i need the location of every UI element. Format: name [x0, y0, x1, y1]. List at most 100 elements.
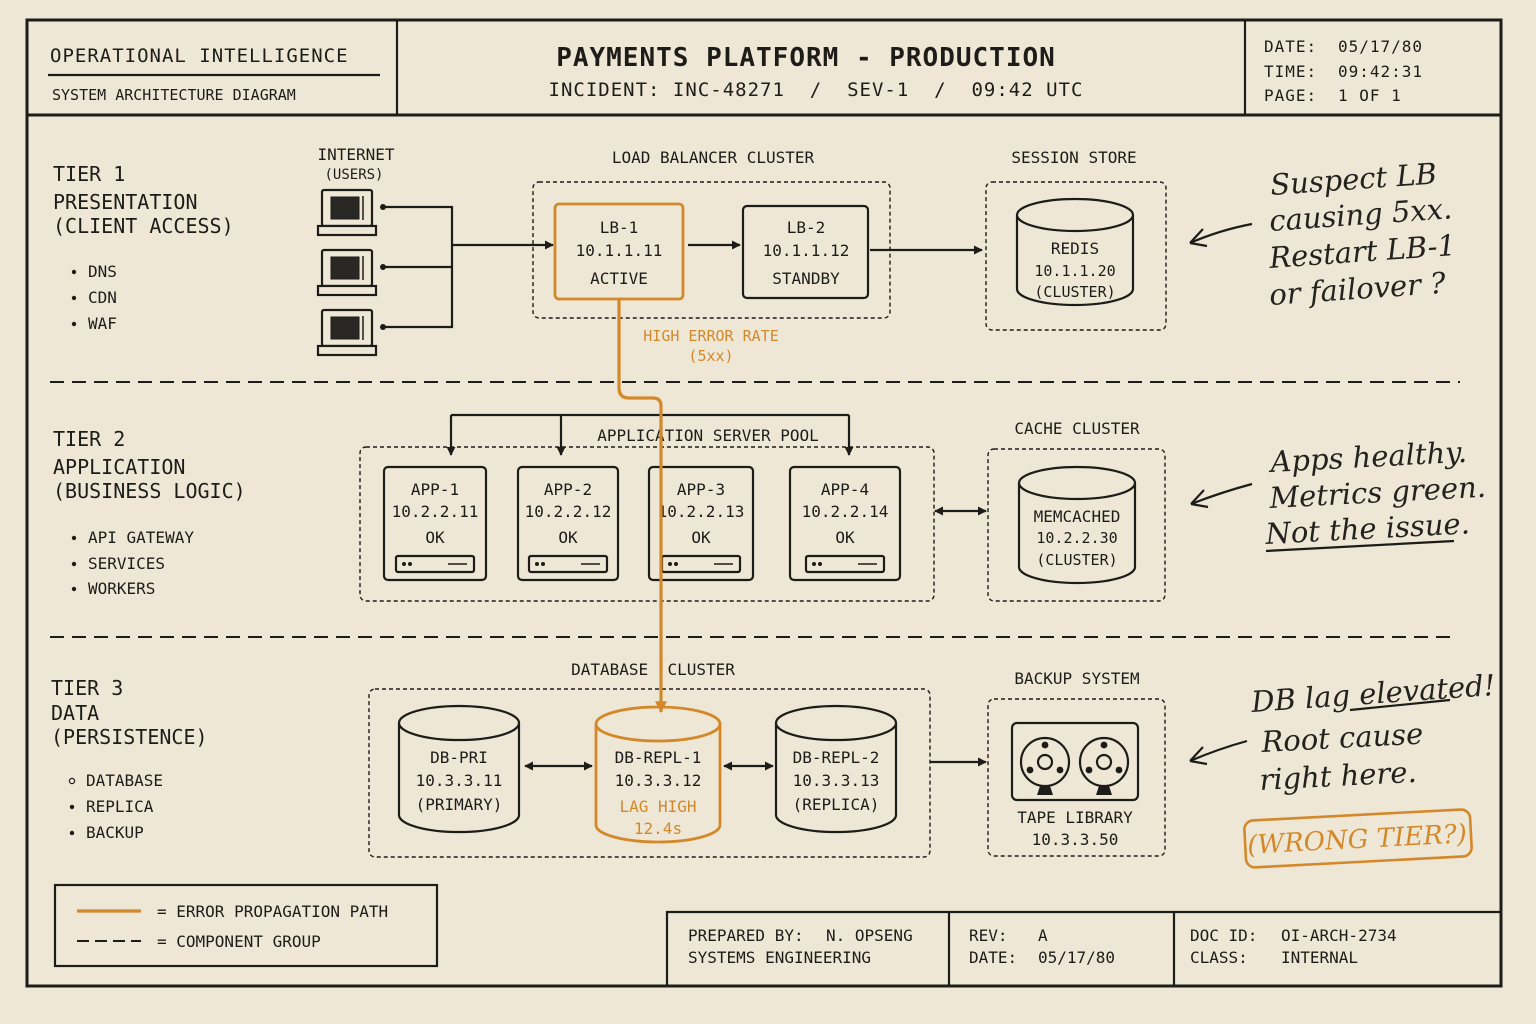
session-store: SESSION STORE REDIS 10.1.1.20 (CLUSTER) [985, 148, 1167, 331]
db-replica-1-icon[interactable]: DB-REPL-1 10.3.3.12 LAG HIGH 12.4s [594, 705, 722, 844]
db-primary-icon[interactable]: DB-PRI 10.3.3.11 (PRIMARY) [397, 704, 521, 834]
svg-text:INTERNAL: INTERNAL [1281, 948, 1358, 967]
svg-text:LAG HIGH: LAG HIGH [619, 797, 696, 816]
internet-users: INTERNET (USERS) [316, 145, 554, 357]
svg-text:(PERSISTENCE): (PERSISTENCE) [51, 725, 208, 749]
arrow-left-icon [1190, 482, 1253, 509]
svg-text:TAPE LIBRARY: TAPE LIBRARY [1017, 808, 1133, 827]
svg-text:CLASS:: CLASS: [1190, 948, 1248, 967]
load-balancer-cluster: LOAD BALANCER CLUSTER LB-1 10.1.1.11 ACT… [532, 148, 983, 319]
svg-text:PRESENTATION: PRESENTATION [53, 190, 198, 214]
svg-text:DATABASE: DATABASE [86, 771, 163, 790]
app-2-server[interactable]: APP-2 10.2.2.12 OK [516, 465, 620, 582]
svg-text:10.1.1.11: 10.1.1.11 [576, 241, 663, 260]
svg-text:LOAD BALANCER CLUSTER: LOAD BALANCER CLUSTER [612, 148, 815, 167]
doc-type: SYSTEM ARCHITECTURE DIAGRAM [52, 86, 296, 104]
svg-text:(USERS): (USERS) [324, 167, 383, 183]
org-name: OPERATIONAL INTELLIGENCE [50, 45, 349, 67]
db-replica-2-icon[interactable]: DB-REPL-2 10.3.3.13 (REPLICA) [774, 704, 898, 834]
app-1-server[interactable]: APP-1 10.2.2.11 OK [382, 465, 488, 582]
tier-1-label: TIER 1 PRESENTATION (CLIENT ACCESS) DNS … [53, 162, 234, 333]
svg-text:TIER 2: TIER 2 [53, 427, 125, 451]
svg-text:STANDBY: STANDBY [772, 269, 840, 288]
date-label: DATE: [1264, 37, 1317, 56]
page-title: PAYMENTS PLATFORM - PRODUCTION [556, 43, 1056, 73]
title-block: PREPARED BY: N. OPSENG SYSTEMS ENGINEERI… [665, 910, 1501, 986]
svg-text:10.3.3.50: 10.3.3.50 [1032, 830, 1119, 849]
svg-text:(WRONG TIER?): (WRONG TIER?) [1247, 819, 1468, 860]
note-suspect-lb: Suspect LB causing 5xx. Restart LB-1 or … [1189, 156, 1457, 312]
svg-text:BACKUP SYSTEM: BACKUP SYSTEM [1014, 669, 1139, 688]
error-propagation-path [617, 300, 667, 714]
error-rate-label: HIGH ERROR RATE [643, 327, 778, 345]
svg-text:APPLICATION SERVER POOL: APPLICATION SERVER POOL [597, 426, 819, 445]
svg-text:10.1.1.20: 10.1.1.20 [1034, 262, 1115, 280]
svg-text:LB-1: LB-1 [600, 218, 639, 237]
svg-text:(BUSINESS LOGIC): (BUSINESS LOGIC) [53, 479, 246, 503]
svg-text:LB-2: LB-2 [787, 218, 826, 237]
lb-2-node[interactable]: LB-2 10.1.1.12 STANDBY [741, 204, 870, 300]
svg-text:10.3.3.12: 10.3.3.12 [615, 771, 702, 790]
memcached-database-icon[interactable]: MEMCACHED 10.2.2.30 (CLUSTER) [1017, 465, 1137, 585]
svg-text:OK: OK [425, 528, 445, 547]
terminal-icon [316, 248, 378, 297]
svg-text:APP-3: APP-3 [677, 480, 725, 499]
app-server-pool: APPLICATION SERVER POOL APP-1 10.2.2.11 … [359, 413, 935, 602]
cache-cluster: CACHE CLUSTER MEMCACHED 10.2.2.30 (CLUST… [987, 419, 1166, 602]
svg-text:DB-PRI: DB-PRI [430, 748, 488, 767]
legend: = ERROR PROPAGATION PATH = COMPONENT GRO… [53, 883, 439, 968]
note-db-lag: DB lag elevated! Root cause right here. … [1189, 668, 1496, 869]
svg-text:MEMCACHED: MEMCACHED [1034, 507, 1121, 526]
svg-text:BACKUP: BACKUP [86, 823, 144, 842]
svg-text:DB-REPL-1: DB-REPL-1 [615, 748, 702, 767]
svg-text:(CLUSTER): (CLUSTER) [1034, 283, 1115, 301]
svg-text:PREPARED BY:: PREPARED BY: [688, 926, 804, 945]
svg-text:10.2.2.14: 10.2.2.14 [802, 502, 889, 521]
app-3-server[interactable]: APP-3 10.2.2.13 OK [647, 465, 755, 582]
svg-text:REPLICA: REPLICA [86, 797, 154, 816]
svg-text:= ERROR PROPAGATION PATH: = ERROR PROPAGATION PATH [157, 902, 388, 921]
svg-text:TIER 1: TIER 1 [53, 162, 125, 186]
svg-text:10.1.1.12: 10.1.1.12 [763, 241, 850, 260]
svg-text:A: A [1038, 926, 1048, 945]
page-label: PAGE: [1264, 86, 1317, 105]
svg-text:OK: OK [558, 528, 578, 547]
terminal-icon [316, 188, 378, 237]
svg-text:(CLUSTER): (CLUSTER) [1036, 551, 1117, 569]
svg-text:OK: OK [691, 528, 711, 547]
header: OPERATIONAL INTELLIGENCE SYSTEM ARCHITEC… [27, 20, 1501, 117]
date-value: 05/17/80 [1338, 37, 1423, 56]
svg-text:(CLIENT ACCESS): (CLIENT ACCESS) [53, 214, 234, 238]
app-4-server[interactable]: APP-4 10.2.2.14 OK [788, 465, 902, 582]
time-label: TIME: [1264, 62, 1317, 81]
svg-text:10.3.3.11: 10.3.3.11 [416, 771, 503, 790]
svg-text:= COMPONENT GROUP: = COMPONENT GROUP [157, 932, 321, 951]
arrow-left-icon [1189, 222, 1253, 248]
svg-text:TIER 3: TIER 3 [51, 676, 123, 700]
tape-library-icon[interactable] [1010, 721, 1140, 802]
svg-text:WAF: WAF [88, 314, 117, 333]
svg-text:12.4s: 12.4s [634, 819, 682, 838]
svg-text:SYSTEMS ENGINEERING: SYSTEMS ENGINEERING [688, 948, 871, 967]
tier-3-label: TIER 3 DATA (PERSISTENCE) DATABASE REPLI… [51, 676, 208, 842]
svg-text:ACTIVE: ACTIVE [590, 269, 648, 288]
svg-text:right here.: right here. [1259, 755, 1418, 797]
svg-text:OK: OK [835, 528, 855, 547]
svg-text:DNS: DNS [88, 262, 117, 281]
error-rate-code: (5xx) [688, 347, 733, 365]
page-value: 1 OF 1 [1338, 86, 1402, 105]
svg-text:CDN: CDN [88, 288, 117, 307]
redis-database-icon[interactable]: REDIS 10.1.1.20 (CLUSTER) [1015, 197, 1135, 307]
svg-text:10.2.2.30: 10.2.2.30 [1036, 529, 1117, 547]
svg-text:SESSION STORE: SESSION STORE [1011, 148, 1136, 167]
svg-text:DATE:: DATE: [969, 948, 1017, 967]
lb-1-node[interactable]: LB-1 10.1.1.11 ACTIVE [553, 202, 685, 301]
svg-text:10.2.2.11: 10.2.2.11 [392, 502, 479, 521]
svg-text:DB lag elevated!: DB lag elevated! [1249, 668, 1496, 719]
tier-2-label: TIER 2 APPLICATION (BUSINESS LOGIC) API … [53, 427, 246, 598]
svg-text:10.3.3.13: 10.3.3.13 [793, 771, 880, 790]
outer-frame [25, 18, 1503, 988]
svg-text:DATABASE CLUSTER: DATABASE CLUSTER [571, 660, 735, 679]
svg-text:APP-1: APP-1 [411, 480, 459, 499]
database-cluster: DATABASE CLUSTER DB-PRI 10.3.3.11 (PRIMA… [368, 660, 987, 858]
